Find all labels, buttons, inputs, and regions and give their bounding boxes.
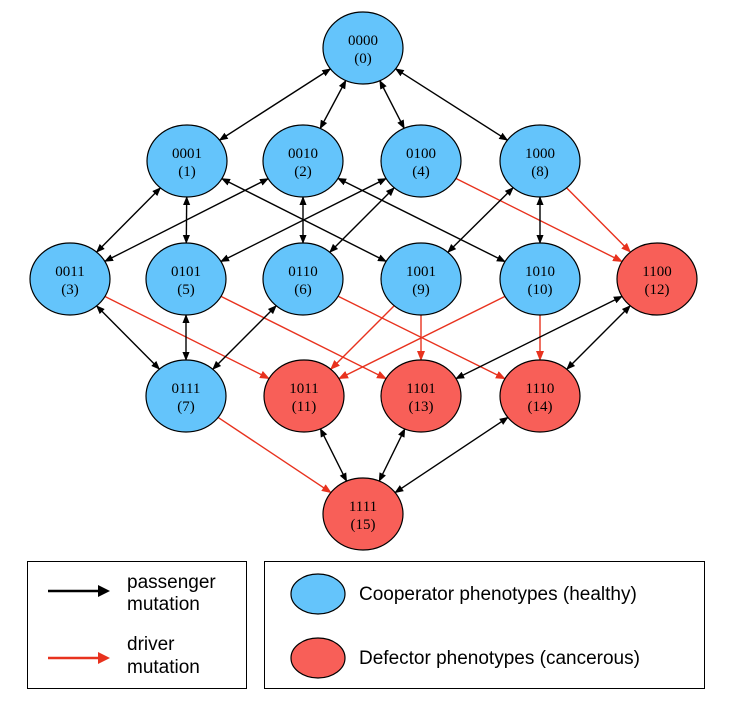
node-bits-label: 0100	[406, 146, 436, 162]
driver-edge-8-12	[566, 187, 632, 253]
passenger-edge-0-4	[379, 79, 405, 130]
node-0111: 0111 (7)	[145, 359, 227, 433]
node-ellipse	[380, 242, 462, 316]
node-1011: 1011 (11)	[263, 359, 345, 433]
node-index-label: (0)	[354, 51, 372, 67]
node-1101: 1101 (13)	[380, 359, 462, 433]
node-bits-label: 1001	[406, 264, 436, 280]
node-bits-label: 1100	[642, 264, 671, 280]
node-index-label: (6)	[294, 282, 312, 298]
node-ellipse	[616, 242, 698, 316]
phenotype-legend: Cooperator phenotypes (healthy) Defector…	[264, 561, 705, 689]
node-0001: 0001 (1)	[146, 124, 228, 198]
passenger-legend-line2: mutation	[127, 594, 200, 615]
node-1100: 1100 (12)	[616, 242, 698, 316]
passenger-edge-0-1	[218, 68, 332, 141]
node-bits-label: 1110	[526, 381, 555, 397]
node-index-label: (12)	[645, 282, 670, 298]
passenger-legend-line1: passenger	[127, 572, 216, 593]
node-bits-label: 1010	[525, 264, 555, 280]
driver-arrow-icon	[48, 652, 110, 664]
node-ellipse	[145, 359, 227, 433]
driver-legend-line2: mutation	[127, 657, 200, 678]
node-1010: 1010 (10)	[499, 242, 581, 316]
node-bits-label: 0110	[288, 264, 317, 280]
defector-swatch-icon	[290, 637, 346, 679]
node-index-label: (7)	[177, 399, 195, 415]
node-ellipse	[499, 359, 581, 433]
node-bits-label: 1111	[349, 499, 377, 515]
passenger-edge-12-14	[566, 305, 631, 370]
passenger-edge-6-7	[212, 305, 277, 370]
node-index-label: (5)	[177, 282, 195, 298]
node-index-label: (8)	[531, 164, 549, 180]
node-bits-label: 0101	[171, 264, 201, 280]
passenger-edge-13-15	[378, 428, 406, 482]
passenger-edge-11-15	[319, 427, 348, 483]
passenger-edge-14-15	[394, 416, 509, 494]
passenger-arrow-icon	[48, 585, 110, 597]
node-0011: 0011 (3)	[29, 242, 111, 316]
node-index-label: (11)	[292, 399, 316, 415]
node-ellipse	[499, 242, 581, 316]
edges-layer	[95, 68, 632, 494]
node-ellipse	[499, 124, 581, 198]
node-bits-label: 1000	[525, 146, 555, 162]
node-0110: 0110 (6)	[262, 242, 344, 316]
node-ellipse	[322, 477, 404, 551]
passenger-edge-1-3	[95, 187, 162, 253]
defector-legend-label: Defector phenotypes (cancerous)	[359, 648, 640, 669]
node-index-label: (2)	[294, 164, 312, 180]
node-0100: 0100 (4)	[380, 124, 462, 198]
node-index-label: (4)	[412, 164, 430, 180]
node-bits-label: 0000	[348, 33, 378, 49]
node-ellipse	[146, 124, 228, 198]
node-index-label: (10)	[528, 282, 553, 298]
cooperator-swatch-icon	[290, 573, 346, 615]
node-0101: 0101 (5)	[145, 242, 227, 316]
node-ellipse	[380, 124, 462, 198]
node-ellipse	[322, 11, 404, 85]
nodes-layer: 0000 (0) 0001 (1) 0010 (2) 0100 (4) 1000 (8) 0011 (…	[29, 11, 698, 551]
node-ellipse	[29, 242, 111, 316]
node-ellipse	[380, 359, 462, 433]
node-index-label: (1)	[178, 164, 196, 180]
cooperator-legend-label: Cooperator phenotypes (healthy)	[359, 584, 637, 605]
driver-edge-9-11	[330, 305, 395, 370]
driver-edge-7-15	[217, 416, 332, 494]
node-index-label: (3)	[61, 282, 79, 298]
node-index-label: (13)	[409, 399, 434, 415]
node-0000: 0000 (0)	[322, 11, 404, 85]
node-index-label: (14)	[528, 399, 553, 415]
node-bits-label: 0111	[172, 381, 201, 397]
driver-legend-line1: driver	[127, 634, 175, 655]
node-1110: 1110 (14)	[499, 359, 581, 433]
node-bits-label: 0001	[172, 146, 202, 162]
passenger-edge-0-2	[319, 79, 347, 130]
node-ellipse	[263, 359, 345, 433]
passenger-edge-4-6	[329, 187, 395, 253]
node-ellipse	[145, 242, 227, 316]
mutation-legend: passenger mutation driver mutation	[27, 561, 247, 689]
node-ellipse	[262, 124, 344, 198]
mutation-network-diagram: 0000 (0) 0001 (1) 0010 (2) 0100 (4) 1000 (8) 0011 (…	[29, 11, 698, 551]
node-bits-label: 1101	[406, 381, 435, 397]
passenger-edge-0-8	[394, 68, 509, 141]
node-bits-label: 0011	[55, 264, 84, 280]
node-index-label: (9)	[412, 282, 430, 298]
passenger-edge-8-9	[447, 187, 514, 253]
node-bits-label: 0010	[288, 146, 318, 162]
node-ellipse	[262, 242, 344, 316]
node-1001: 1001 (9)	[380, 242, 462, 316]
node-1111: 1111 (15)	[322, 477, 404, 551]
node-index-label: (15)	[351, 517, 376, 533]
node-bits-label: 1011	[289, 381, 318, 397]
node-1000: 1000 (8)	[499, 124, 581, 198]
passenger-edge-3-7	[95, 305, 161, 370]
node-0010: 0010 (2)	[262, 124, 344, 198]
